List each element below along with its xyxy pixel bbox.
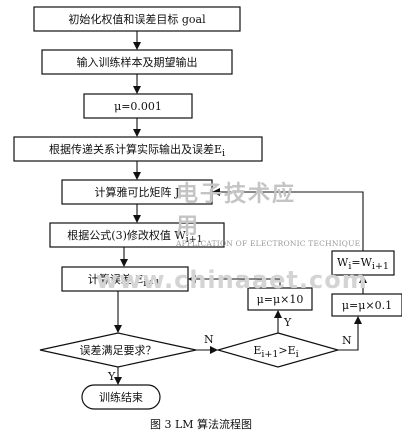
decision-compare-diamond	[215, 332, 341, 368]
input-box	[41, 49, 233, 75]
end-text: 训练结束	[99, 390, 143, 404]
label-n2: N	[342, 334, 352, 347]
arrow-n-mu01	[338, 316, 362, 351]
mu-times01-text: μ=μ×0.1	[342, 299, 392, 312]
decision-compare-text: Ei+1>Ei	[253, 344, 298, 360]
end-terminal	[81, 384, 161, 410]
label-y-end: Y	[107, 370, 116, 383]
compute-error-text: 计算误差 Ei+1	[88, 272, 161, 289]
mu-init-text: μ=0.001	[114, 100, 162, 113]
mu-times10-text: μ=μ×10	[257, 293, 304, 306]
compute-output-text: 根据传递关系计算实际输出及误差Ei	[49, 142, 225, 159]
label-y-compare: Y	[283, 316, 292, 329]
label-n1: N	[204, 333, 214, 346]
init-box	[33, 6, 241, 32]
w-update-text: Wi=Wi+1	[337, 256, 389, 272]
modify-weights-box	[49, 222, 225, 248]
arrow-mu10-error	[188, 275, 281, 288]
decision-error-text: 误差满足要求？	[80, 343, 157, 357]
modify-weights-text: 根据公式(3)修改权值 Wi+1	[67, 228, 202, 245]
mu-init-box	[83, 93, 193, 119]
figure-caption: 图 3 LM 算法流程图	[149, 418, 253, 431]
compute-output-box	[13, 136, 263, 162]
mu-times01-box	[331, 293, 402, 317]
input-text: 输入训练样本及期望输出	[77, 55, 198, 69]
arrow-wupdate-jacobian	[212, 188, 364, 251]
init-text: 初始化权值和误差目标 goal	[68, 12, 206, 26]
jacobian-text: 计算雅可比矩阵 J	[95, 185, 180, 199]
